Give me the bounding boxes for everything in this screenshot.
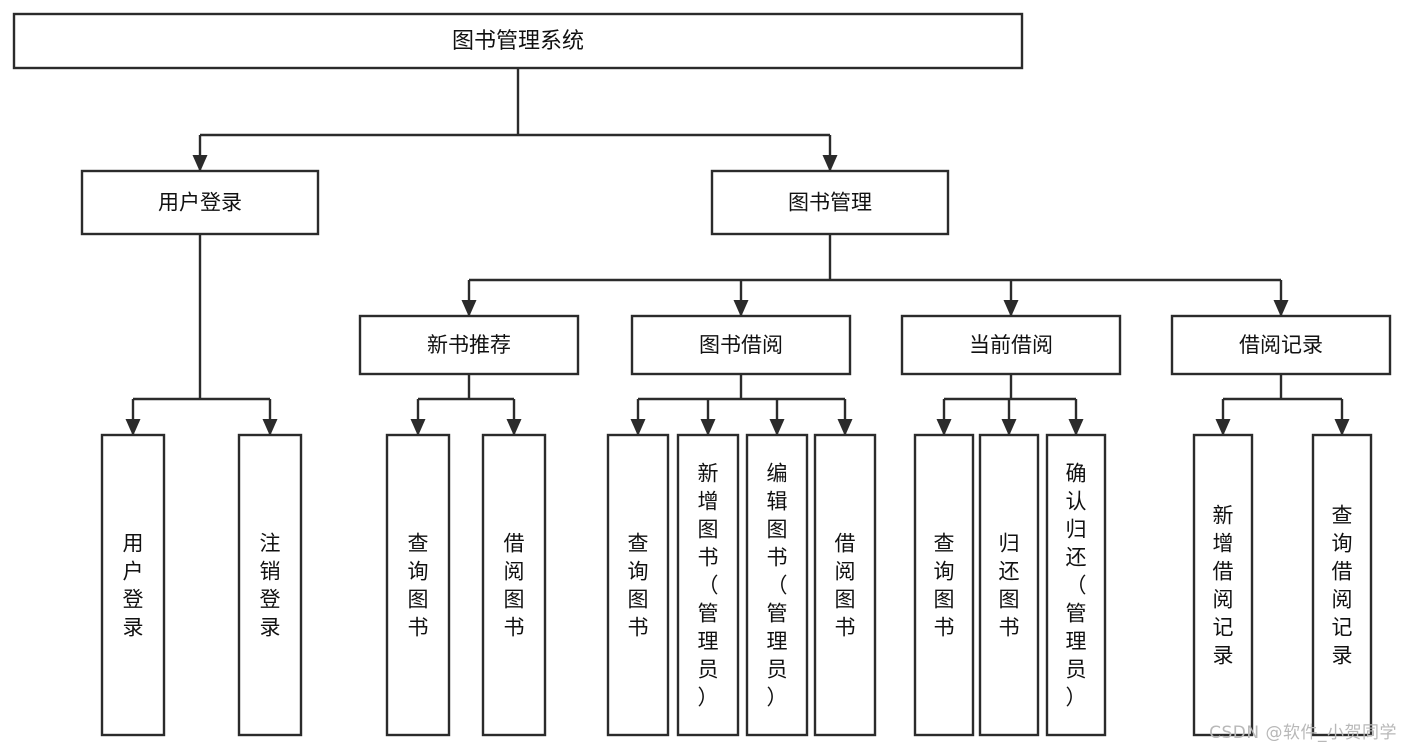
arrow-icon-leaf-borrow-book-recommend: [506, 419, 522, 436]
node-leaf-borrow-book-recommend[interactable]: 借阅图书: [481, 433, 547, 737]
node-leaf-query-borrow-record[interactable]: 查询借阅记录: [1311, 433, 1373, 737]
node-current-borrow[interactable]: 当前借阅: [900, 314, 1122, 376]
node-layer: 图书管理系统用户登录图书管理新书推荐图书借阅当前借阅借阅记录用户登录注销登录查询…: [12, 12, 1392, 737]
arrow-icon-leaf-query-book-recommend: [410, 419, 426, 436]
arrow-icon-leaf-logout: [262, 419, 278, 436]
arrow-icon-book-manage: [822, 155, 838, 172]
node-leaf-query-book-recommend[interactable]: 查询图书: [385, 433, 451, 737]
node-leaf-borrow-book[interactable]: 借阅图书: [813, 433, 877, 737]
node-label-borrow-record: 借阅记录: [1239, 333, 1323, 357]
connector-layer: [125, 68, 1350, 436]
arrow-icon-leaf-query-borrow-record: [1334, 419, 1350, 436]
edges-from-current-borrow: [936, 374, 1084, 436]
arrow-icon-current-borrow: [1003, 300, 1019, 317]
node-box-leaf-add-book-admin[interactable]: [676, 433, 740, 737]
node-box-borrow-record[interactable]: [1170, 314, 1392, 376]
node-label-root: 图书管理系统: [452, 29, 584, 54]
node-label-leaf-add-book-admin: 新增图书（管理员）: [698, 461, 719, 709]
node-label-leaf-confirm-return-admin: 确认归还（管理员）: [1066, 461, 1087, 709]
node-leaf-user-login[interactable]: 用户登录: [100, 433, 166, 737]
edges-from-book-manage: [461, 234, 1289, 317]
node-label-leaf-logout: 注销登录: [260, 531, 281, 639]
node-label-leaf-query-book-current: 查询图书: [934, 531, 955, 639]
arrow-icon-leaf-edit-book-admin: [769, 419, 785, 436]
node-label-leaf-edit-book-admin: 编辑图书（管理员）: [767, 461, 788, 709]
arrow-icon-new-book-recommend: [461, 300, 477, 317]
node-box-leaf-query-borrow-record[interactable]: [1311, 433, 1373, 737]
node-box-current-borrow[interactable]: [900, 314, 1122, 376]
edges-from-user-login: [125, 234, 278, 436]
node-label-user-login: 用户登录: [158, 191, 242, 215]
csdn-watermark: CSDN @软件_小贺同学: [1209, 723, 1397, 743]
node-root[interactable]: 图书管理系统: [12, 12, 1024, 70]
node-borrow-record[interactable]: 借阅记录: [1170, 314, 1392, 376]
node-label-leaf-add-borrow-record: 新增借阅记录: [1213, 503, 1234, 667]
node-box-user-login[interactable]: [80, 169, 320, 236]
edges-from-book-borrow: [630, 374, 853, 436]
node-leaf-logout[interactable]: 注销登录: [237, 433, 303, 737]
node-box-new-book-recommend[interactable]: [358, 314, 580, 376]
node-label-leaf-borrow-book-recommend: 借阅图书: [504, 531, 525, 639]
node-box-leaf-logout[interactable]: [237, 433, 303, 737]
node-box-book-borrow[interactable]: [630, 314, 852, 376]
node-leaf-query-book-current[interactable]: 查询图书: [913, 433, 975, 737]
node-box-leaf-edit-book-admin[interactable]: [745, 433, 809, 737]
node-label-leaf-query-book-borrow: 查询图书: [628, 531, 649, 639]
node-box-leaf-return-book[interactable]: [978, 433, 1040, 737]
node-box-leaf-add-borrow-record[interactable]: [1192, 433, 1254, 737]
edges-from-root: [192, 68, 838, 172]
node-label-leaf-query-borrow-record: 查询借阅记录: [1332, 503, 1353, 667]
node-label-leaf-user-login: 用户登录: [123, 531, 144, 639]
node-leaf-query-book-borrow[interactable]: 查询图书: [606, 433, 670, 737]
arrow-icon-leaf-add-book-admin: [700, 419, 716, 436]
edges-from-borrow-record: [1215, 374, 1350, 436]
node-box-book-manage[interactable]: [710, 169, 950, 236]
node-leaf-confirm-return-admin[interactable]: 确认归还（管理员）: [1045, 433, 1107, 737]
node-leaf-add-book-admin[interactable]: 新增图书（管理员）: [676, 433, 740, 737]
node-leaf-edit-book-admin[interactable]: 编辑图书（管理员）: [745, 433, 809, 737]
node-box-root[interactable]: [12, 12, 1024, 70]
arrow-icon-leaf-confirm-return-admin: [1068, 419, 1084, 436]
node-new-book-recommend[interactable]: 新书推荐: [358, 314, 580, 376]
arrow-icon-borrow-record: [1273, 300, 1289, 317]
node-label-book-manage: 图书管理: [788, 191, 872, 215]
node-label-leaf-borrow-book: 借阅图书: [835, 531, 856, 639]
node-user-login[interactable]: 用户登录: [80, 169, 320, 236]
arrow-icon-leaf-query-book-borrow: [630, 419, 646, 436]
node-label-leaf-query-book-recommend: 查询图书: [408, 531, 429, 639]
node-box-leaf-query-book-current[interactable]: [913, 433, 975, 737]
arrow-icon-leaf-add-borrow-record: [1215, 419, 1231, 436]
arrow-icon-leaf-query-book-current: [936, 419, 952, 436]
node-label-leaf-return-book: 归还图书: [999, 531, 1020, 639]
node-box-leaf-query-book-recommend[interactable]: [385, 433, 451, 737]
node-box-leaf-user-login[interactable]: [100, 433, 166, 737]
node-box-leaf-query-book-borrow[interactable]: [606, 433, 670, 737]
node-book-manage[interactable]: 图书管理: [710, 169, 950, 236]
edges-from-new-book-recommend: [410, 374, 522, 436]
node-label-book-borrow: 图书借阅: [699, 333, 783, 357]
node-leaf-return-book[interactable]: 归还图书: [978, 433, 1040, 737]
node-box-leaf-borrow-book-recommend[interactable]: [481, 433, 547, 737]
arrow-icon-user-login: [192, 155, 208, 172]
node-box-leaf-confirm-return-admin[interactable]: [1045, 433, 1107, 737]
arrow-icon-leaf-borrow-book: [837, 419, 853, 436]
node-leaf-add-borrow-record[interactable]: 新增借阅记录: [1192, 433, 1254, 737]
node-box-leaf-borrow-book[interactable]: [813, 433, 877, 737]
arrow-icon-book-borrow: [733, 300, 749, 317]
node-label-current-borrow: 当前借阅: [969, 333, 1053, 357]
node-book-borrow[interactable]: 图书借阅: [630, 314, 852, 376]
arrow-icon-leaf-user-login: [125, 419, 141, 436]
arrow-icon-leaf-return-book: [1001, 419, 1017, 436]
node-label-new-book-recommend: 新书推荐: [427, 333, 511, 357]
